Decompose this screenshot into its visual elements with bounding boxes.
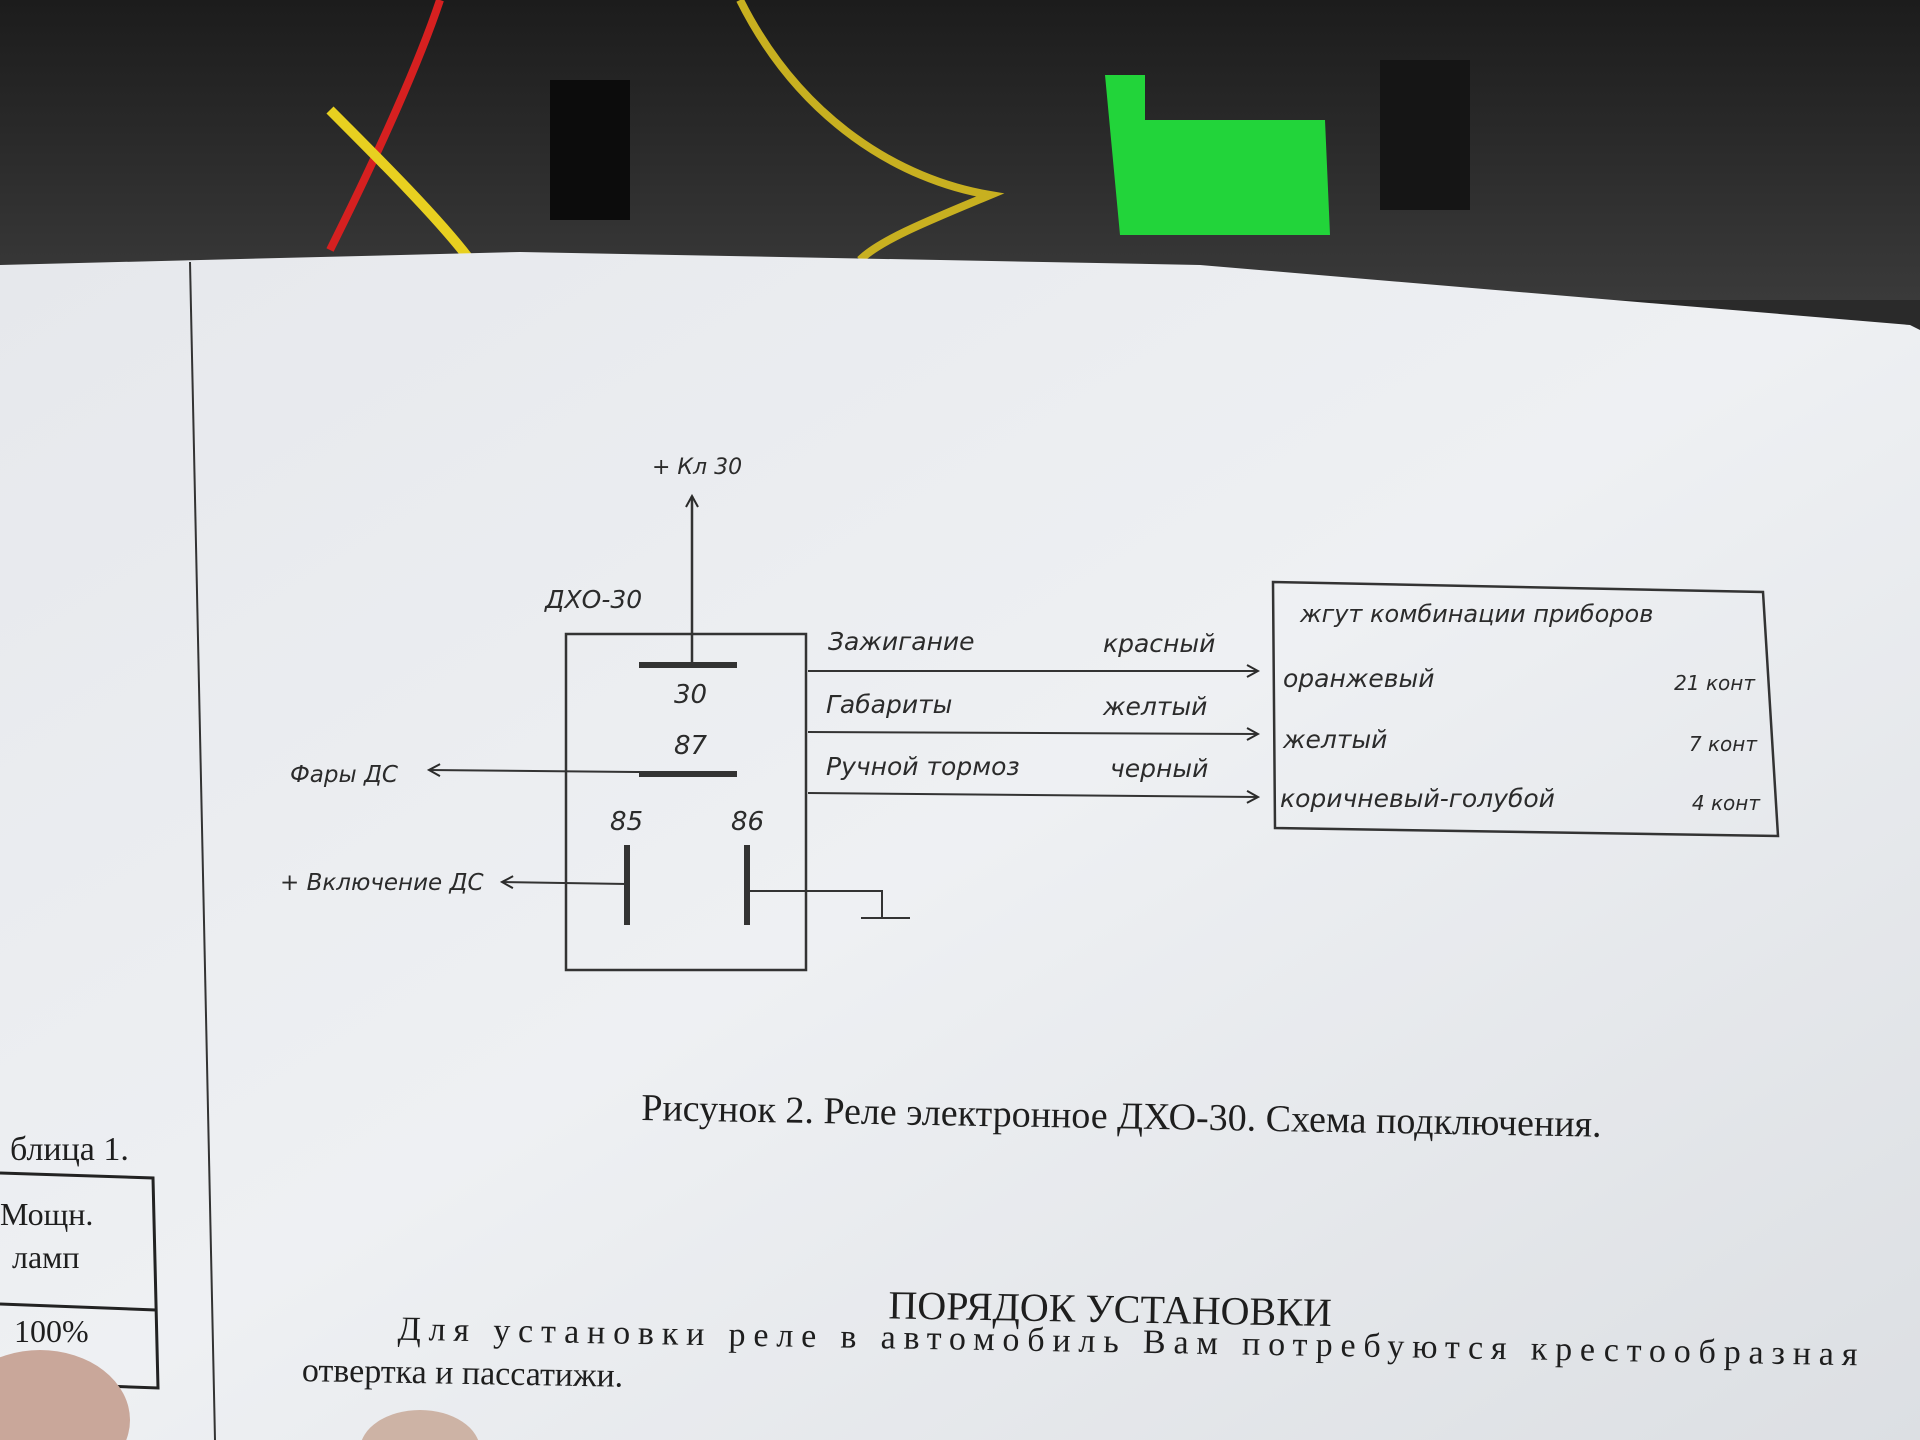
wiring-diagram: ДХО-30 + Кл 30 30 87 Фары ДС 85 86 + Вкл… <box>280 455 1780 972</box>
red-wire <box>326 0 444 252</box>
harness-row-pin: 7 конт <box>1689 732 1758 756</box>
harness-row-color: коричневый-голубой <box>1280 784 1555 813</box>
harness-row-color: оранжевый <box>1283 664 1434 693</box>
table-header: ламп <box>12 1239 80 1275</box>
yellow-wire-2 <box>736 0 1005 263</box>
headlights-label: Фары ДС <box>290 762 398 788</box>
finger-2 <box>361 1410 479 1440</box>
side-lights-label: Габариты <box>826 690 952 719</box>
ignition-label: Зажигание <box>828 627 975 656</box>
supply-label: + Кл 30 <box>652 455 742 480</box>
connector-2 <box>1380 60 1470 210</box>
section-heading: ПОРЯДОК УСТАНОВКИ <box>888 1282 1332 1335</box>
body-text-line: отвертка и пассатижи. <box>302 1352 624 1395</box>
table-cell: 100% <box>14 1313 89 1349</box>
terminal-86-label: 86 <box>731 807 764 837</box>
ignition-wire-color: красный <box>1103 629 1215 658</box>
side-table: блица 1. Мощн. ламп 100% <box>0 1131 160 1390</box>
relay-name: ДХО-30 <box>544 585 642 614</box>
harness-box <box>1271 580 1780 838</box>
table-title: блица 1. <box>10 1131 129 1168</box>
connector <box>550 80 630 220</box>
table-divider <box>0 1302 157 1312</box>
ground-symbol <box>747 890 910 919</box>
harness-row-pin: 21 конт <box>1674 671 1756 695</box>
page-margin-line <box>189 261 216 1440</box>
harness-row-pin: 4 конт <box>1692 791 1761 815</box>
headlights-arrow <box>429 770 640 772</box>
paper-sheet <box>0 252 1920 1440</box>
handbrake-line <box>807 793 1258 797</box>
finger <box>0 1350 130 1440</box>
relay-box <box>564 632 808 972</box>
harness-row-color: желтый <box>1282 725 1387 754</box>
table-header: Мощн. <box>0 1196 93 1232</box>
terminal-30-label: 30 <box>674 680 707 710</box>
handbrake-wire-color: черный <box>1110 754 1208 783</box>
enable-label: + Включение ДС <box>280 870 484 896</box>
terminal-85-label: 85 <box>610 807 643 837</box>
handbrake-label: Ручной тормоз <box>826 752 1020 781</box>
harness-title: жгут комбинации приборов <box>1299 600 1653 628</box>
terminal-87-label: 87 <box>674 731 708 761</box>
green-connector <box>1105 75 1330 235</box>
enable-arrow <box>502 882 628 884</box>
yellow-wire <box>326 106 474 264</box>
side-lights-wire-color: желтый <box>1102 692 1207 721</box>
side-lights-line <box>807 732 1258 734</box>
car-interior-background <box>0 0 1920 300</box>
